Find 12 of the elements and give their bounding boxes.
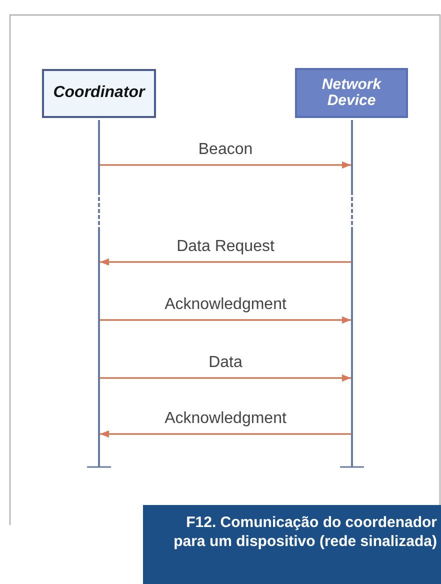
message-arrow [100,258,351,266]
message-arrow [100,316,351,324]
lifeline [351,120,353,467]
edge-label: Acknowledgment [162,410,290,428]
figure-caption: F12. Comunicação do coordenador para um dispositivo (rede sinalizada) [143,505,441,584]
participant-box: Coordinator [42,69,156,118]
lifeline [98,120,100,467]
message-arrow [100,374,351,382]
participant-box: Network Device [295,68,408,118]
message-arrow [100,430,351,438]
message-arrow [100,161,351,169]
edge-label: Acknowledgment [162,296,290,314]
